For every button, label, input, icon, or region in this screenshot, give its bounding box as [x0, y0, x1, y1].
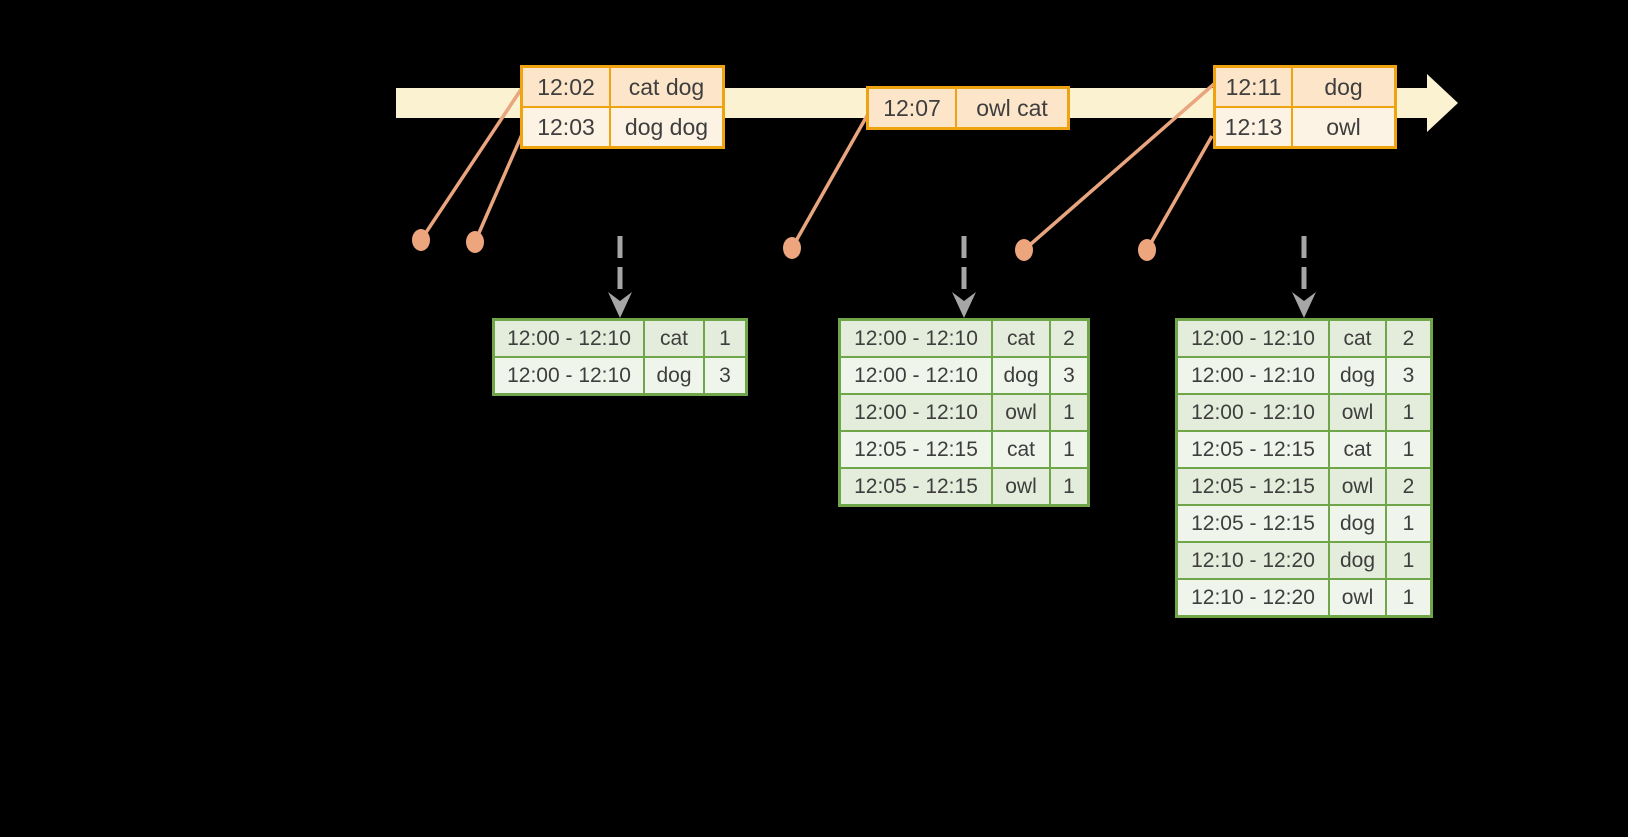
word-cell: cat: [993, 432, 1049, 467]
window-cell: 12:05 - 12:15: [1178, 432, 1328, 467]
window-cell: 12:05 - 12:15: [841, 432, 991, 467]
word-cell: owl: [1330, 580, 1385, 615]
word-cell: owl: [993, 395, 1049, 430]
window-cell: 12:10 - 12:20: [1178, 580, 1328, 615]
event-connector-line: [1145, 135, 1214, 251]
result-table-1: 12:00 - 12:10 cat 1 12:00 - 12:10 dog 3: [492, 318, 748, 396]
window-cell: 12:00 - 12:10: [841, 395, 991, 430]
window-cell: 12:00 - 12:10: [1178, 358, 1328, 393]
result-table-3: 12:00 - 12:10 cat 2 12:00 - 12:10 dog 3 …: [1175, 318, 1433, 618]
event-dot-icon: [1015, 239, 1033, 261]
event-dot-icon: [783, 237, 801, 259]
event-dot-icon: [466, 231, 484, 253]
window-cell: 12:05 - 12:15: [1178, 469, 1328, 504]
event-words-cell: owl cat: [957, 89, 1067, 127]
word-cell: cat: [993, 321, 1049, 356]
trigger-arrow-icon: [952, 236, 976, 318]
word-cell: cat: [1330, 432, 1385, 467]
count-cell: 2: [1051, 321, 1087, 356]
word-cell: dog: [993, 358, 1049, 393]
word-cell: dog: [1330, 543, 1385, 578]
trigger-arrow-icon: [608, 236, 632, 318]
count-cell: 3: [1387, 358, 1430, 393]
window-cell: 12:00 - 12:10: [1178, 321, 1328, 356]
event-connector-line: [419, 87, 524, 241]
event-words-cell: dog dog: [611, 108, 722, 146]
word-cell: owl: [1330, 395, 1385, 430]
event-words-cell: cat dog: [611, 68, 722, 106]
word-cell: dog: [1330, 506, 1385, 541]
count-cell: 1: [1051, 395, 1087, 430]
window-cell: 12:00 - 12:10: [495, 321, 643, 356]
count-cell: 3: [1051, 358, 1087, 393]
event-words-cell: dog: [1293, 68, 1394, 106]
trigger-arrow-icon: [1292, 236, 1316, 318]
window-cell: 12:00 - 12:10: [841, 321, 991, 356]
word-cell: cat: [1330, 321, 1385, 356]
window-cell: 12:00 - 12:10: [841, 358, 991, 393]
event-connector-line: [473, 129, 526, 243]
event-time-cell: 12:02: [523, 68, 609, 106]
timeline-arrowhead-icon: [1427, 74, 1458, 132]
count-cell: 1: [1387, 543, 1430, 578]
count-cell: 1: [1387, 506, 1430, 541]
event-time-cell: 12:07: [869, 89, 955, 127]
window-cell: 12:05 - 12:15: [1178, 506, 1328, 541]
event-dot-icon: [1138, 239, 1156, 261]
count-cell: 1: [1387, 580, 1430, 615]
window-cell: 12:10 - 12:20: [1178, 543, 1328, 578]
window-cell: 12:05 - 12:15: [841, 469, 991, 504]
event-table-2: 12:07 owl cat: [866, 86, 1070, 130]
word-cell: owl: [993, 469, 1049, 504]
count-cell: 1: [1051, 432, 1087, 467]
word-cell: dog: [1330, 358, 1385, 393]
event-connector-line: [1022, 82, 1216, 252]
count-cell: 2: [1387, 469, 1430, 504]
event-words-cell: owl: [1293, 108, 1394, 146]
window-cell: 12:00 - 12:10: [495, 358, 643, 393]
event-dot-icon: [412, 229, 430, 251]
count-cell: 1: [1051, 469, 1087, 504]
word-cell: cat: [645, 321, 703, 356]
count-cell: 2: [1387, 321, 1430, 356]
count-cell: 1: [1387, 395, 1430, 430]
word-cell: owl: [1330, 469, 1385, 504]
event-table-1: 12:02 cat dog 12:03 dog dog: [520, 65, 725, 149]
event-table-3: 12:11 dog 12:13 owl: [1213, 65, 1397, 149]
event-time-cell: 12:11: [1216, 68, 1291, 106]
event-connector-line: [790, 113, 870, 249]
word-cell: dog: [645, 358, 703, 393]
count-cell: 1: [705, 321, 745, 356]
count-cell: 1: [1387, 432, 1430, 467]
window-cell: 12:00 - 12:10: [1178, 395, 1328, 430]
event-time-cell: 12:03: [523, 108, 609, 146]
event-time-cell: 12:13: [1216, 108, 1291, 146]
result-table-2: 12:00 - 12:10 cat 2 12:00 - 12:10 dog 3 …: [838, 318, 1090, 507]
count-cell: 3: [705, 358, 745, 393]
